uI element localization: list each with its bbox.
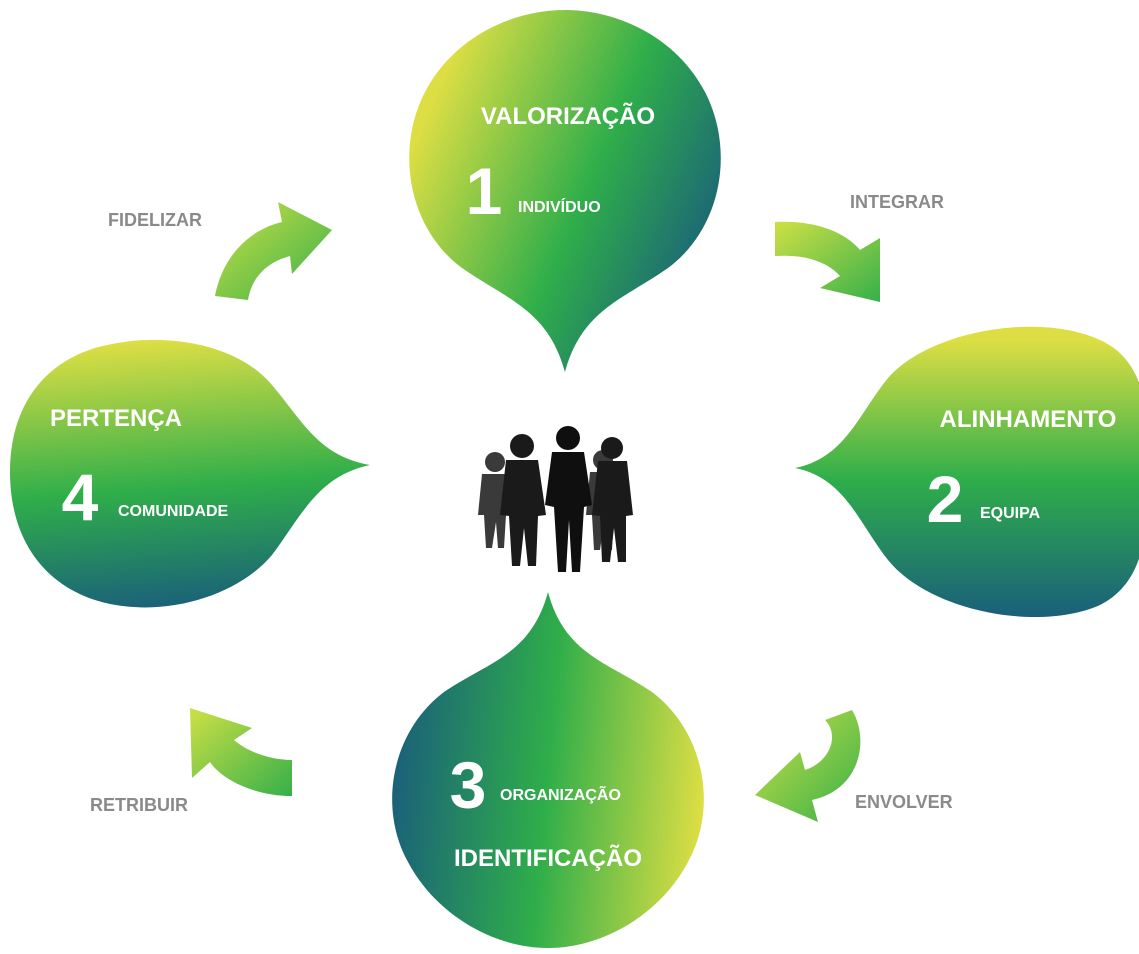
stage-1-title: VALORIZAÇÃO [481, 102, 655, 130]
stage-2-title: ALINHAMENTO [940, 406, 1117, 433]
stage-4-drop: PERTENÇA 4 COMUNIDADE [10, 339, 370, 608]
business-team-silhouette-icon [478, 426, 633, 572]
stage-2-drop-shape [795, 326, 1139, 618]
curved-arrow-icon [755, 710, 861, 822]
arrow-integrar: INTEGRAR [775, 192, 944, 302]
stage-1-number: 1 [466, 154, 503, 228]
stage-1-subtitle: INDIVÍDUO [518, 197, 601, 216]
arrow-envolver-label: ENVOLVER [855, 792, 953, 812]
stage-3-title: IDENTIFICAÇÃO [454, 844, 642, 872]
stage-4-number: 4 [62, 460, 99, 534]
curved-arrow-icon [215, 202, 332, 300]
stage-3-number: 3 [450, 748, 487, 822]
person-silhouette [592, 437, 633, 562]
stage-4-title: PERTENÇA [50, 405, 182, 432]
stage-4-subtitle: COMUNIDADE [118, 503, 229, 520]
arrow-retribuir-label: RETRIBUIR [90, 795, 188, 815]
curved-arrow-icon [775, 221, 880, 302]
stage-1-drop: VALORIZAÇÃO 1 INDIVÍDUO [409, 10, 721, 372]
stage-3-drop-shape [392, 592, 704, 948]
stage-3-drop: 3 ORGANIZAÇÃO IDENTIFICAÇÃO [392, 592, 704, 948]
person-silhouette [545, 426, 592, 572]
stage-3-subtitle: ORGANIZAÇÃO [500, 784, 621, 804]
stage-2-subtitle: EQUIPA [980, 505, 1041, 522]
arrow-integrar-label: INTEGRAR [850, 192, 944, 212]
stage-2-drop: ALINHAMENTO 2 EQUIPA [795, 326, 1139, 618]
stage-2-number: 2 [927, 462, 964, 536]
stage-1-drop-shape [409, 10, 721, 372]
arrow-envolver: ENVOLVER [755, 710, 953, 822]
arrow-fidelizar: FIDELIZAR [108, 202, 332, 300]
person-silhouette [500, 434, 546, 566]
curved-arrow-icon [190, 708, 292, 796]
stage-4-drop-shape [10, 339, 370, 608]
arrow-retribuir: RETRIBUIR [90, 708, 292, 815]
arrow-fidelizar-label: FIDELIZAR [108, 210, 202, 230]
